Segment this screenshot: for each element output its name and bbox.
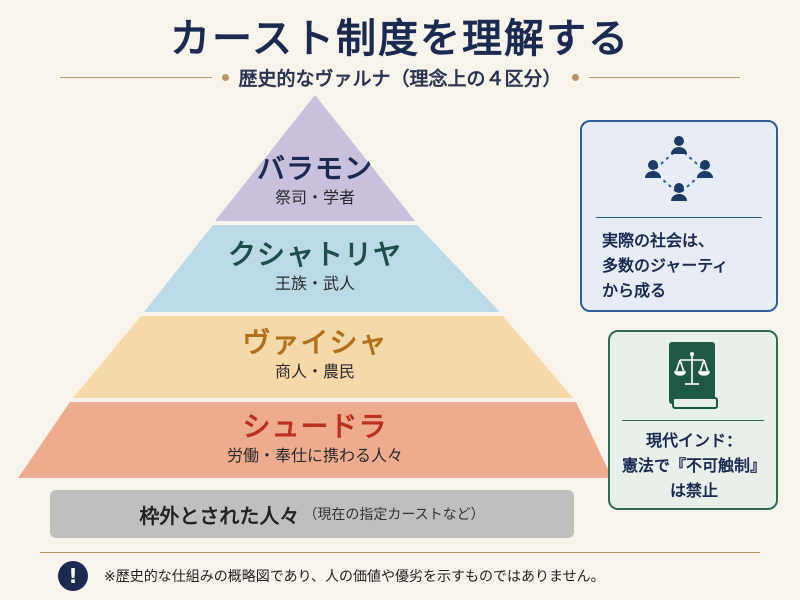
tier-brahmin-name: バラモン <box>256 152 373 185</box>
society-card-text: 実際の社会は、 多数のジャーティ から成る <box>602 228 772 303</box>
subtitle-row: 歴史的なヴァルナ（理念上の４区分） <box>60 64 741 90</box>
law-card-divider <box>622 420 764 421</box>
page-title: カースト制度を理解する <box>170 16 630 62</box>
tier-vaishya-desc: 商人・農民 <box>274 362 355 381</box>
society-card-line: 多数のジャーティ <box>602 256 729 275</box>
tier-kshatriya: クシャトリヤ 王族・武人 <box>165 238 465 296</box>
law-card-line: 現代インド： <box>645 431 742 450</box>
society-card-line: 実際の社会は、 <box>602 231 715 250</box>
tier-brahmin: バラモン 祭司・学者 <box>215 152 415 210</box>
tier-shudra-desc: 労働・奉仕に携わる人々 <box>226 446 403 465</box>
network-people-icon <box>638 130 720 216</box>
law-card-line: は禁止 <box>669 481 718 500</box>
disclaimer-text: ※歴史的な仕組みの概略図であり、人の価値や優劣を示すものではありません。 <box>104 569 605 585</box>
tier-brahmin-desc: 祭司・学者 <box>274 188 355 207</box>
tier-kshatriya-desc: 王族・武人 <box>274 274 355 293</box>
exclamation-icon: ! <box>58 561 88 591</box>
subtitle-dot-left <box>221 73 229 81</box>
subtitle-line-left <box>60 76 212 78</box>
society-card-line: から成る <box>602 281 667 300</box>
tier-vaishya-name: ヴァイシャ <box>242 326 388 359</box>
law-book-scales-icon <box>665 340 721 416</box>
law-card-text: 現代インド： 憲法で『不可触制』 は禁止 <box>618 428 770 503</box>
tier-kshatriya-name: クシャトリヤ <box>227 238 402 271</box>
outside-group-note: （現在の指定カーストなど） <box>303 507 485 523</box>
tier-shudra-name: シュードラ <box>242 410 388 443</box>
tier-shudra-shape <box>18 402 612 478</box>
outside-group-label: 枠外とされた人々 <box>139 503 300 528</box>
outside-group-box: 枠外とされた人々 （現在の指定カーストなど） <box>50 490 574 538</box>
tier-vaishya-shape <box>73 316 573 398</box>
law-card: 現代インド： 憲法で『不可触制』 は禁止 <box>608 330 778 510</box>
footer-divider <box>40 552 760 553</box>
tier-kshatriya-shape <box>144 225 500 312</box>
society-card-divider <box>596 217 762 218</box>
law-card-line: 憲法で『不可触制』 <box>621 456 766 475</box>
society-card: 実際の社会は、 多数のジャーティ から成る <box>580 120 778 312</box>
subtitle-line-right <box>588 76 741 78</box>
subtitle: 歴史的なヴァルナ（理念上の４区分） <box>238 67 562 90</box>
tier-shudra: シュードラ 労働・奉仕に携わる人々 <box>115 410 515 468</box>
tier-vaishya: ヴァイシャ 商人・農民 <box>165 326 465 384</box>
subtitle-dot-right <box>571 73 579 81</box>
tier-brahmin-shape <box>215 95 415 221</box>
